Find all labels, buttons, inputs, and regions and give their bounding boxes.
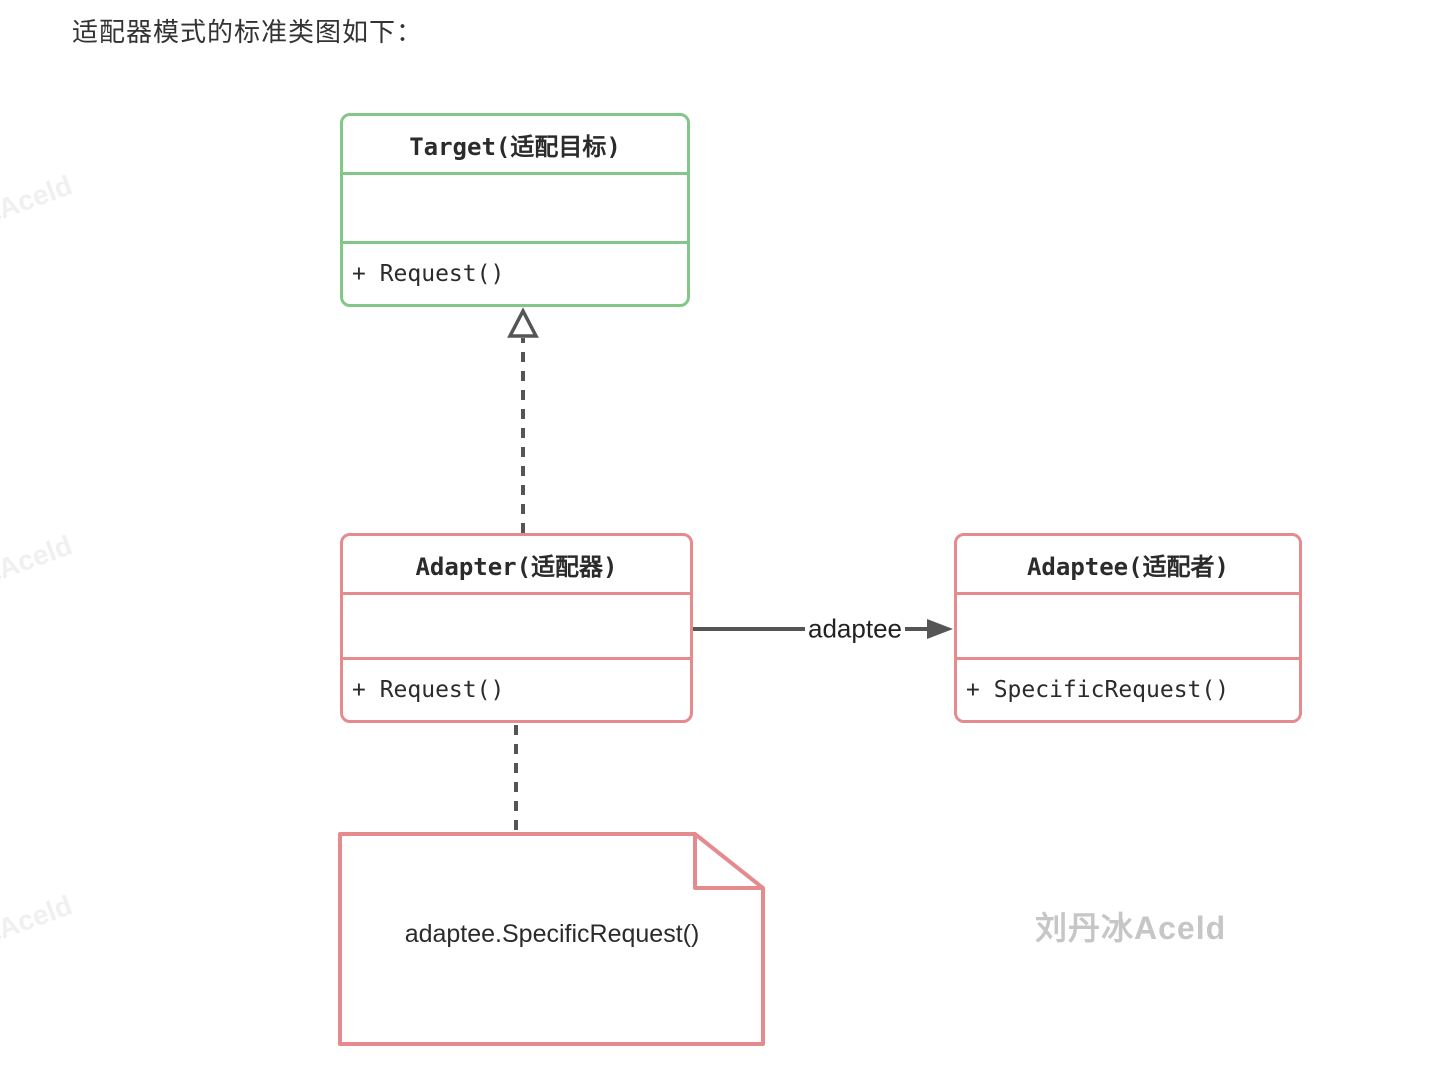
edge-watermark: 刘丹冰Aceld <box>0 169 77 254</box>
class-adapter-name: Adapter(适配器) <box>343 536 690 595</box>
class-adapter: Adapter(适配器) + Request() <box>340 533 693 723</box>
association-label: adaptee <box>805 613 905 645</box>
class-adaptee: Adaptee(适配者) + SpecificRequest() <box>954 533 1302 723</box>
class-adapter-attributes <box>343 595 690 660</box>
class-target-attributes <box>343 175 687 244</box>
page-title: 适配器模式的标准类图如下： <box>72 17 424 47</box>
realization-arrow <box>507 307 539 533</box>
note-text: adaptee.SpecificRequest() <box>404 920 700 948</box>
class-adapter-method: + Request() <box>352 677 505 703</box>
edge-watermark: 刘丹冰Aceld <box>0 889 77 974</box>
class-target-method: + Request() <box>352 261 505 287</box>
note-fold-corner <box>693 834 763 890</box>
edge-watermark: 刘丹冰Aceld <box>0 529 77 614</box>
author-watermark: 刘丹冰Aceld <box>1035 910 1227 946</box>
class-adaptee-method: + SpecificRequest() <box>966 677 1230 703</box>
hollow-triangle-arrowhead <box>507 307 539 338</box>
class-adaptee-attributes <box>957 595 1299 660</box>
filled-arrowhead <box>927 619 953 639</box>
class-adaptee-name: Adaptee(适配者) <box>957 536 1299 595</box>
class-target-name: Target(适配目标) <box>343 116 687 175</box>
class-target: Target(适配目标) + Request() <box>340 113 690 307</box>
